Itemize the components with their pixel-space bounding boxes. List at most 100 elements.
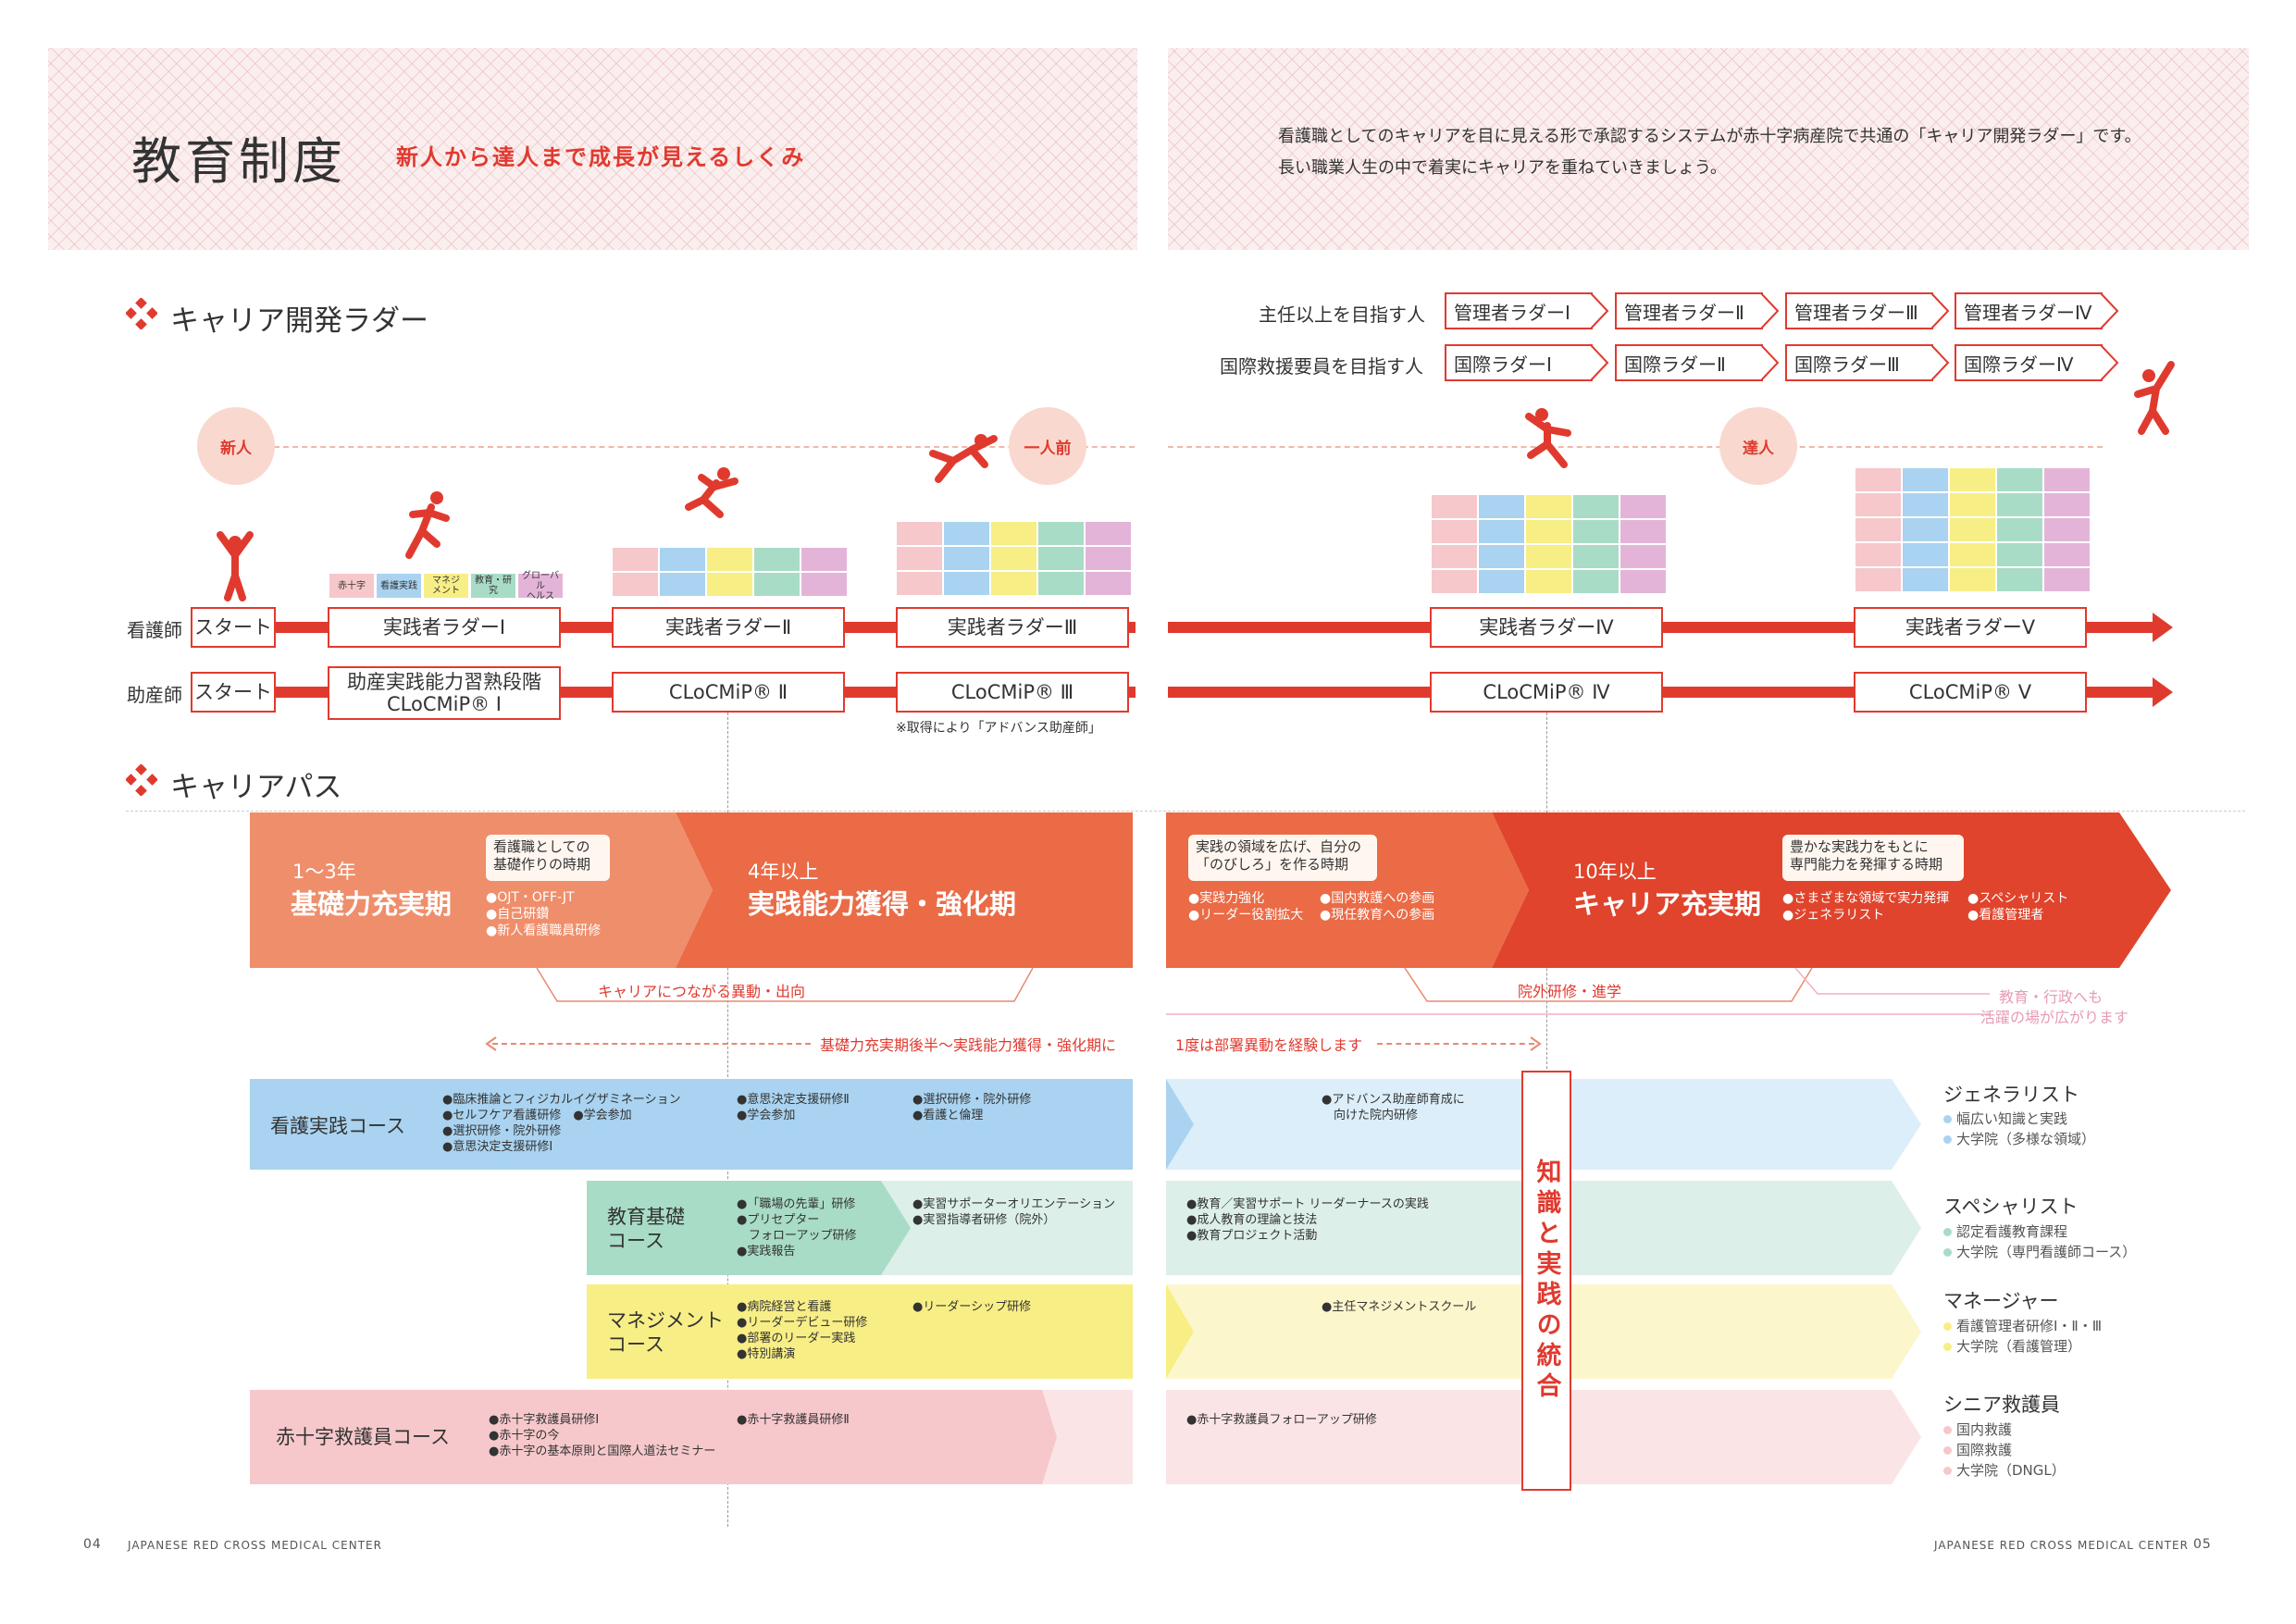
diamond-cluster-icon — [126, 298, 157, 329]
transfer-bracket-left — [536, 968, 1034, 1002]
competency-grid-3 — [897, 522, 1131, 595]
diamond-cluster-icon — [126, 764, 157, 796]
nurse-ladder-1: 実践者ラダーⅠ — [328, 607, 561, 648]
phase-1-years: 1〜3年 — [292, 861, 356, 883]
phase-4-years: 10年以上 — [1573, 861, 1657, 883]
management-course-col2: ●リーダーシップ研修 — [912, 1300, 1032, 1314]
advanced-midwife-note: ※取得により「アドバンス助産師」 — [896, 721, 1101, 736]
footer-left-org: JAPANESE RED CROSS MEDICAL CENTER — [128, 1539, 382, 1552]
category-nursing-practice: 看護実践 — [377, 574, 421, 598]
phase-2-name: 実践能力獲得・強化期 — [748, 888, 1017, 920]
career-senior-relief-item-2: 国際救護 — [1943, 1440, 2012, 1459]
management-course-col3: ●主任マネジメントスクール — [1322, 1300, 1477, 1314]
path-divider — [126, 811, 2245, 812]
career-senior-relief-title: シニア救護員 — [1943, 1394, 2060, 1416]
relief-course-name: 赤十字救護員コース — [276, 1426, 450, 1448]
competency-grid-5 — [1855, 468, 2090, 591]
leaping-person-icon — [685, 467, 738, 518]
intl-ladder-1: 国際ラダーⅠ — [1445, 344, 1609, 381]
page-title: 教育制度 — [131, 132, 346, 191]
rotation-arrow-left — [492, 1043, 811, 1045]
nurse-label: 看護師 — [127, 619, 182, 641]
category-management: マネジ メント — [424, 574, 468, 598]
practice-course-col2: ●意思決定支援研修Ⅱ ●学会参加 — [737, 1093, 850, 1122]
manager-row-label: 主任以上を目指す人 — [1259, 304, 1425, 326]
cheering-person-icon — [2134, 361, 2175, 435]
phase-4-bullets-b: ●スペシャリスト ●看護管理者 — [1967, 891, 2069, 923]
relief-course-bg-left — [250, 1390, 1133, 1484]
admin-label-1: 教育・行政へも — [1999, 988, 2104, 1006]
phase-3-bullets-a: ●実践力強化 ●リーダー役割拡大 — [1188, 891, 1304, 923]
footer-right-org: JAPANESE RED CROSS MEDICAL CENTER — [1934, 1539, 2189, 1552]
manager-ladder-2: 管理者ラダーⅡ — [1615, 292, 1780, 329]
footer-left-page: 04 — [83, 1537, 102, 1552]
transfer-bracket-right — [1404, 968, 1813, 1002]
page-subtitle: 新人から達人まで成長が見えるしくみ — [396, 144, 806, 170]
phase-1-bullets: ●OJT・OFF-JT ●自己研鑽 ●新人看護職員研修 — [486, 890, 602, 938]
career-generalist-title: ジェネラリスト — [1943, 1084, 2079, 1106]
move-label: キャリアにつながる異動・出向 — [598, 983, 806, 1000]
nurse-start: スタート — [191, 607, 276, 648]
intl-ladder-3: 国際ラダーⅢ — [1785, 344, 1950, 381]
practice-course-bg-left — [250, 1079, 1133, 1170]
relief-course-col3: ●赤十字救護員フォローアップ研修 — [1186, 1413, 1377, 1427]
education-course-bg-left — [587, 1181, 1133, 1275]
category-education-research: 教育・研究 — [471, 574, 515, 598]
career-manager-item-1: 看護管理者研修Ⅰ・Ⅱ・Ⅲ — [1943, 1316, 2102, 1335]
integration-box: 知識と実践の統合 — [1521, 1071, 1571, 1491]
midwife-ladder-3: CLoCMiP® Ⅲ — [896, 672, 1129, 713]
rotation-right-arrowhead-icon — [1530, 1036, 1542, 1051]
practice-course-col4: ●アドバンス助産師育成に 向けた院内研修 — [1322, 1093, 1465, 1122]
stage-expert: 達人 — [1719, 407, 1797, 485]
manager-ladder-3: 管理者ラダーⅢ — [1785, 292, 1950, 329]
integration-label: 知識と実践の統合 — [1532, 1159, 1561, 1403]
phase-4-bullets-a: ●さまざまな領域で実力発揮 ●ジェネラリスト — [1782, 891, 1950, 923]
phase-1-name: 基礎力充実期 — [291, 888, 453, 920]
stage-line-left — [274, 446, 1135, 448]
practice-course-name: 看護実践コース — [270, 1115, 405, 1137]
intl-ladder-2: 国際ラダーⅡ — [1615, 344, 1780, 381]
education-course-col3: ●教育／実習サポート リーダーナースの実践 ●成人教育の理論と技法 ●教育プロジ… — [1186, 1197, 1429, 1243]
midwife-track-arrow-icon — [2153, 677, 2173, 707]
rotation-left-arrowhead-icon — [485, 1036, 497, 1051]
phase-3-note: 実践の領域を広げ、自分の 「のびしろ」を作る時期 — [1188, 835, 1377, 881]
career-senior-relief-item-3: 大学院（DNGL） — [1943, 1460, 2066, 1480]
competency-grid-4 — [1432, 495, 1666, 593]
practice-course-col3: ●選択研修・院外研修 ●看護と倫理 — [912, 1093, 1032, 1122]
career-specialist-item-2: 大学院（専門看護師コース） — [1943, 1242, 2136, 1261]
footer-right-page: 05 — [2193, 1537, 2212, 1552]
phase-1-note: 看護職としての 基礎作りの時期 — [486, 835, 610, 881]
intl-ladder-4: 国際ラダーⅣ — [1955, 344, 2119, 381]
management-course-name: マネジメントコース — [607, 1309, 724, 1356]
manager-ladder-1: 管理者ラダーⅠ — [1445, 292, 1609, 329]
career-manager-item-2: 大学院（看護管理） — [1943, 1336, 2081, 1356]
nurse-ladder-4: 実践者ラダーⅣ — [1430, 607, 1663, 648]
career-generalist-item-2: 大学院（多様な領域） — [1943, 1129, 2095, 1148]
category-global-health: グローバル ヘルス — [518, 571, 563, 601]
career-specialist-title: スペシャリスト — [1943, 1196, 2079, 1218]
phase-2-years: 4年以上 — [748, 861, 819, 883]
nurse-ladder-5: 実践者ラダーⅤ — [1854, 607, 2087, 648]
midwife-ladder-4: CLoCMiP® Ⅳ — [1430, 672, 1663, 713]
phase-3-bullets-b: ●国内救護への参画 ●現任教育への参画 — [1320, 891, 1435, 923]
nurse-track-arrow-icon — [2153, 613, 2173, 642]
nurse-ladder-3: 実践者ラダーⅢ — [896, 607, 1129, 648]
header-panel-left — [48, 48, 1137, 250]
intro-line-1: 看護職としてのキャリアを目に見える形で承認するシステムが赤十字病産院で共通の「キ… — [1278, 127, 2141, 146]
admin-label-2: 活躍の場が広がります — [1980, 1009, 2129, 1026]
standing-person-icon — [217, 531, 254, 601]
career-generalist-item-1: 幅広い知識と実践 — [1943, 1109, 2067, 1128]
admin-arrow — [1166, 968, 1990, 1015]
training-label: 院外研修・進学 — [1518, 983, 1622, 1000]
category-red-cross: 赤十字 — [329, 574, 374, 598]
stage-novice: 新人 — [197, 407, 275, 485]
management-course-col1: ●病院経営と看護 ●リーダーデビュー研修 ●部署のリーダー実践 ●特別講演 — [737, 1300, 868, 1361]
stage-line-right — [1168, 446, 2103, 448]
intl-row-label: 国際救援要員を目指す人 — [1220, 355, 1423, 378]
nurse-ladder-2: 実践者ラダーⅡ — [612, 607, 845, 648]
competency-grid-2 — [613, 548, 847, 596]
management-course-bg-left — [587, 1284, 1133, 1379]
midwife-start: スタート — [191, 672, 276, 713]
flying-person-icon — [929, 434, 998, 483]
